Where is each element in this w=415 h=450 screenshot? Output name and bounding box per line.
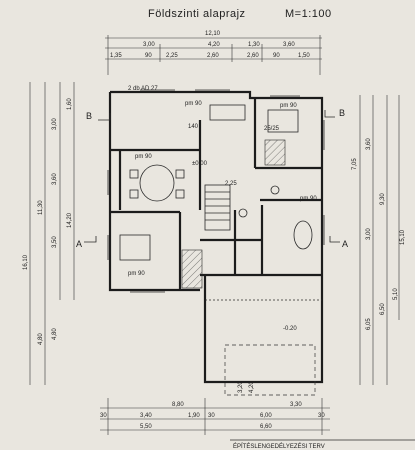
dim-left-inner-3: 14,20: [67, 212, 73, 228]
label-level-0: ±0.00: [192, 161, 208, 167]
label-140: 140: [188, 124, 199, 130]
dim-bottom-r3-1: 6,60: [260, 424, 272, 430]
dim-top-r2-2: 2,25: [166, 53, 178, 59]
room-labels: 2 db AD 27 pm 90 pm 90 pm 90 pm 90 pm 90…: [128, 86, 317, 393]
label-level-minus: -0.20: [283, 326, 297, 332]
section-a-left: A: [76, 239, 82, 249]
dim-top-r1-3: 3,60: [283, 42, 295, 48]
dim-bottom-r2-1: 3,40: [140, 413, 152, 419]
bathtub: [293, 220, 313, 250]
dim-top-r2-4: 2,60: [247, 53, 259, 59]
right-dimensions: 15,10 9,30 6,05 3,60 3,00 6,50 5,10 7,05: [352, 95, 406, 385]
dim-bottom-r1-0: 8,80: [172, 402, 184, 408]
label-225: 2,25: [225, 181, 237, 187]
dim-right-mid-1: 6,05: [366, 318, 372, 330]
label-pm90-d: pm 90: [128, 271, 145, 277]
hatch-upper-right: [264, 139, 286, 166]
drawing-title: Földszinti alaprajz: [148, 8, 246, 20]
dim-right-outer: 15,10: [400, 229, 406, 245]
dim-right-inner-3: 5,10: [393, 288, 399, 300]
windows: [107, 89, 325, 293]
dim-top-r2-5: 90: [273, 53, 280, 59]
label-pm90-c: pm 90: [135, 154, 152, 160]
label-ad27: 2 db AD 27: [128, 86, 158, 92]
dim-bottom-r2-2: 1,90: [188, 413, 200, 419]
label-pm90-b: pm 90: [280, 103, 297, 109]
dim-top-total: 12,10: [205, 31, 221, 37]
dim-bottom-r2-0: 30: [100, 413, 107, 419]
dim-right-inner-2: 6,50: [380, 303, 386, 315]
dim-bottom-r1-1: 3,30: [290, 402, 302, 408]
furniture: [119, 104, 313, 261]
dim-left-inner-1: 3,60: [52, 173, 58, 185]
left-dimensions: 16,10 11,30 4,80 3,00 3,60 3,50 14,20 4,…: [23, 82, 75, 385]
dim-top-r2-6: 1,50: [298, 53, 310, 59]
dim-left-mid-0: 11,30: [38, 200, 44, 215]
section-markers: B B A A: [76, 108, 348, 249]
bottom-dimensions: 8,80 3,30 30 3,40 1,90 30 6,00 30 5,50 6…: [100, 398, 330, 435]
section-b-right: B: [339, 108, 345, 118]
dim-left-inner-5: 1,60: [67, 98, 73, 110]
dim-right-inner-1: 3,00: [366, 228, 372, 240]
label-420: 4,20: [249, 381, 255, 393]
dim-top-r1-0: 3,00: [143, 42, 155, 48]
dim-left-inner-4: 4,80: [52, 328, 58, 340]
dim-left-outer: 16,10: [23, 254, 29, 270]
label-2525: 25/25: [264, 126, 280, 132]
section-a-right: A: [342, 239, 348, 249]
stair-hatch-lower: [181, 249, 203, 289]
bed: [267, 109, 299, 133]
dim-bottom-r3-0: 5,50: [140, 424, 152, 430]
section-b-left: B: [86, 111, 92, 121]
top-dimensions: 12,10 3,00 4,20 1,30 3,60 1,35 90 2,25 2…: [105, 31, 322, 75]
dim-left-mid-1: 4,80: [38, 333, 44, 345]
label-pm90-e: pm 90: [300, 196, 317, 202]
label-320: 3,20: [238, 381, 244, 393]
dim-bottom-r2-5: 30: [318, 413, 325, 419]
dim-right-mid-0: 9,30: [380, 193, 386, 205]
dim-bottom-r2-4: 6,00: [260, 413, 272, 419]
dim-right-inner-4: 7,05: [352, 158, 358, 170]
label-pm90-a: pm 90: [185, 101, 202, 107]
dim-top-r2-3: 2,60: [207, 53, 219, 59]
dim-top-r1-1: 4,20: [208, 42, 220, 48]
dim-right-inner-0: 3,60: [366, 138, 372, 150]
drawing-scale: M=1:100: [285, 8, 332, 20]
staircase: [204, 184, 231, 231]
dim-top-r2-0: 1,35: [110, 53, 122, 59]
dim-top-r1-2: 1,30: [248, 42, 260, 48]
garage-parking-outline: [224, 344, 316, 396]
dim-left-inner-2: 3,50: [52, 236, 58, 248]
dim-top-r2-1: 90: [145, 53, 152, 59]
dim-left-inner-0: 3,00: [52, 118, 58, 130]
sofa: [209, 104, 246, 121]
dining-table: [139, 164, 175, 202]
footer-stamp: ÉPÍTÉSLENGEDÉLYEZÉSI TERV: [233, 443, 325, 450]
kitchen-counter: [119, 234, 151, 261]
building-walls: [108, 90, 324, 384]
dim-bottom-r2-3: 30: [208, 413, 215, 419]
